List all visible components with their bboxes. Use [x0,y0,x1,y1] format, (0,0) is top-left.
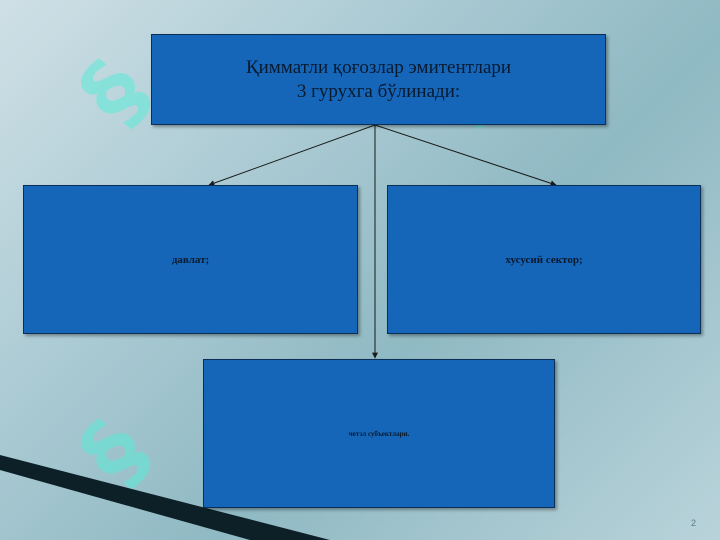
title-line-1: Қимматли қоғозлар эмитентлари [245,56,512,78]
arrow-to-left [208,124,376,186]
title-line-2: 3 гурухга бўлинади: [296,80,461,102]
arrow-to-right [374,124,557,187]
top-node-title-box: Қимматли қоғозлар эмитентлари 3 гурухга … [151,34,606,125]
node-state: давлат; [23,185,358,334]
node-state-label: давлат; [171,253,210,266]
node-private-sector-label: хусусий сектор; [505,253,583,266]
node-private-sector: хусусий сектор; [387,185,701,334]
node-foreign-entities-label: четэл субъектлари. [348,429,410,438]
watermark-logo: § [59,401,170,504]
slide-page-number: 2 [690,518,696,528]
node-foreign-entities: четэл субъектлари. [203,359,555,508]
